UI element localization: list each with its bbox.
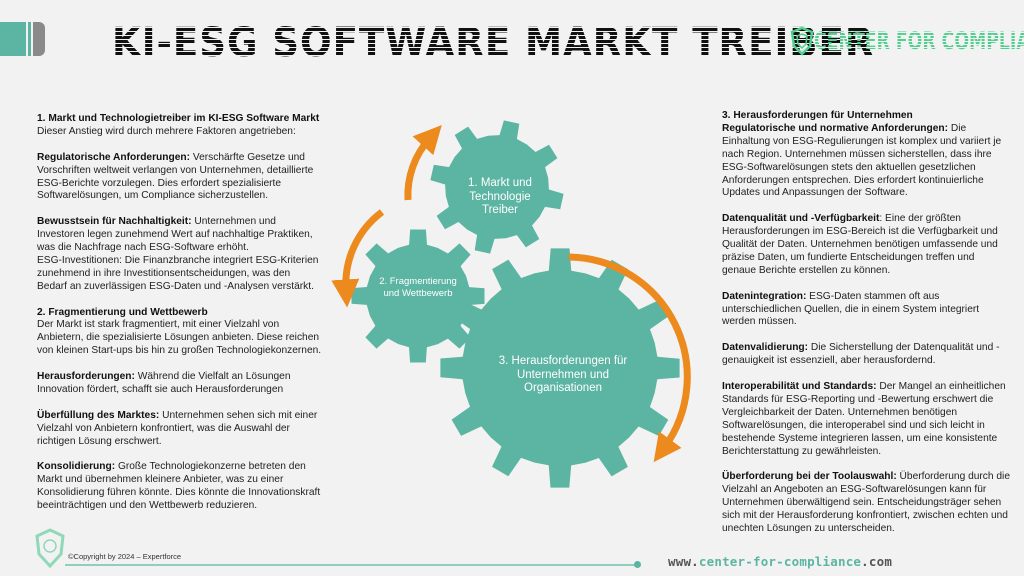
right-paragraph-2: Datenqualität und -Verfügbarkeit: Eine d… — [722, 213, 1010, 278]
gear-1-label: 1. Markt und Technologie Treiber — [468, 177, 532, 216]
section-heading: 3. Herausforderungen für Unternehmen — [722, 110, 913, 121]
url-prefix: www. — [668, 554, 699, 569]
gear-3-label: 3. Herausforderungen für Unternehmen und… — [498, 355, 628, 394]
paragraph-text: ESG-Investitionen: Die Finanzbranche int… — [37, 254, 319, 292]
paragraph-text: Der Mangel an einheitlichen Standards fü… — [722, 380, 1006, 457]
paragraph-label: Überfüllung des Marktes: — [37, 409, 160, 421]
right-paragraph-5: Interoperabilität und Standards: Der Man… — [722, 381, 1010, 458]
header-accent-bar — [0, 22, 26, 56]
copyright-text: ©Copyright by 2024 – Expertforce — [68, 552, 182, 561]
right-paragraph-3: Datenintegration: ESG-Daten stammen oft … — [722, 291, 1010, 330]
left-paragraph-3: Bewusstsein für Nachhaltigkeit: Unterneh… — [37, 216, 322, 293]
paragraph-text: Der Markt ist stark fragmentiert, mit ei… — [37, 319, 322, 357]
paragraph-label: Interoperabilität und Standards: — [722, 380, 877, 392]
url-suffix: .com — [861, 554, 893, 569]
paragraph-label: Überforderung bei der Toolauswahl: — [722, 471, 897, 483]
gear-2-shape — [351, 229, 485, 363]
company-logo: CENTER FOR COMPLIANCE — [790, 26, 1024, 56]
section-heading: 1. Markt und Technologietreiber im KI-ES… — [37, 113, 320, 124]
paragraph-text: : Eine der größten Herausforderungen im … — [722, 213, 998, 276]
paragraph-label: Datenintegration: — [722, 290, 807, 302]
paragraph-text: Unternehmen und Investoren legen zunehme… — [37, 216, 313, 254]
paragraph-text: Unternehmen sehen sich mit einer Vielzah… — [37, 409, 318, 447]
right-paragraph-4: Datenvalidierung: Die Sicherstellung der… — [722, 342, 1010, 368]
paragraph-label: Regulatorische und normative Anforderung… — [722, 122, 949, 134]
paragraph-text: Die Sicherstellung der Datenqualität und… — [722, 342, 1000, 367]
shield-logo-icon — [790, 26, 814, 56]
gear-1-shape — [430, 120, 564, 254]
paragraph-text: Verschärfte Gesetze und Vorschriften wel… — [37, 151, 314, 202]
paragraph-text: Große Technologiekonzerne betreten den M… — [37, 461, 321, 512]
footer-divider-dot — [634, 561, 641, 568]
left-paragraph-2: Regulatorische Anforderungen: Verschärft… — [37, 152, 322, 204]
paragraph-label: Datenvalidierung: — [722, 342, 809, 354]
website-link[interactable]: www.center-for-compliance.com — [668, 554, 892, 569]
paragraph-label: Bewusstsein für Nachhaltigkeit: — [37, 216, 192, 228]
left-paragraph-6: Überfüllung des Marktes: Unternehmen seh… — [37, 410, 322, 449]
url-domain: center-for-compliance — [698, 554, 862, 569]
gear-2-label: 2. Fragmentierung und Wettbewerb — [379, 276, 457, 299]
header-accent-cap — [33, 22, 45, 56]
left-paragraph-1: 1. Markt und Technologietreiber im KI-ES… — [37, 113, 322, 139]
left-text-column: 1. Markt und Technologietreiber im KI-ES… — [37, 113, 322, 526]
paragraph-text: Dieser Anstieg wird durch mehrere Faktor… — [37, 125, 296, 137]
left-paragraph-7: Konsolidierung: Große Technologiekonzern… — [37, 461, 322, 513]
paragraph-label: Herausforderungen: — [37, 371, 135, 383]
section-heading: 2. Fragmentierung und Wettbewerb — [37, 306, 208, 318]
paragraph-text: ESG-Daten stammen oft aus unterschiedlic… — [722, 290, 980, 328]
paragraph-text: Die Einhaltung von ESG-Regulierungen ist… — [722, 122, 1002, 199]
right-paragraph-6: Überforderung bei der Toolauswahl: Überf… — [722, 471, 1010, 536]
footer-divider — [65, 564, 637, 566]
arrow-1-icon — [404, 125, 442, 201]
arrow-2-icon — [331, 209, 385, 308]
footer-shield-logo-icon — [35, 528, 65, 568]
arrow-3-icon — [568, 253, 691, 463]
paragraph-label: Konsolidierung: — [37, 461, 116, 473]
logo-text: CENTER FOR COMPLIANCE — [814, 27, 1024, 55]
gear-3-shape — [440, 248, 680, 488]
page-title: KI-ESG SOFTWARE MARKT TREIBER — [112, 20, 875, 66]
header-accent-stripe — [28, 22, 31, 56]
paragraph-label: Datenqualität und -Verfügbarkeit — [722, 213, 880, 225]
paragraph-text: Während die Vielfalt an Lösungen Innovat… — [37, 371, 291, 395]
paragraph-text: Überforderung durch die Vielzahl an Ange… — [722, 471, 1010, 534]
paragraph-label: Regulatorische Anforderungen: — [37, 151, 191, 163]
left-paragraph-5: Herausforderungen: Während die Vielfalt … — [37, 371, 322, 397]
